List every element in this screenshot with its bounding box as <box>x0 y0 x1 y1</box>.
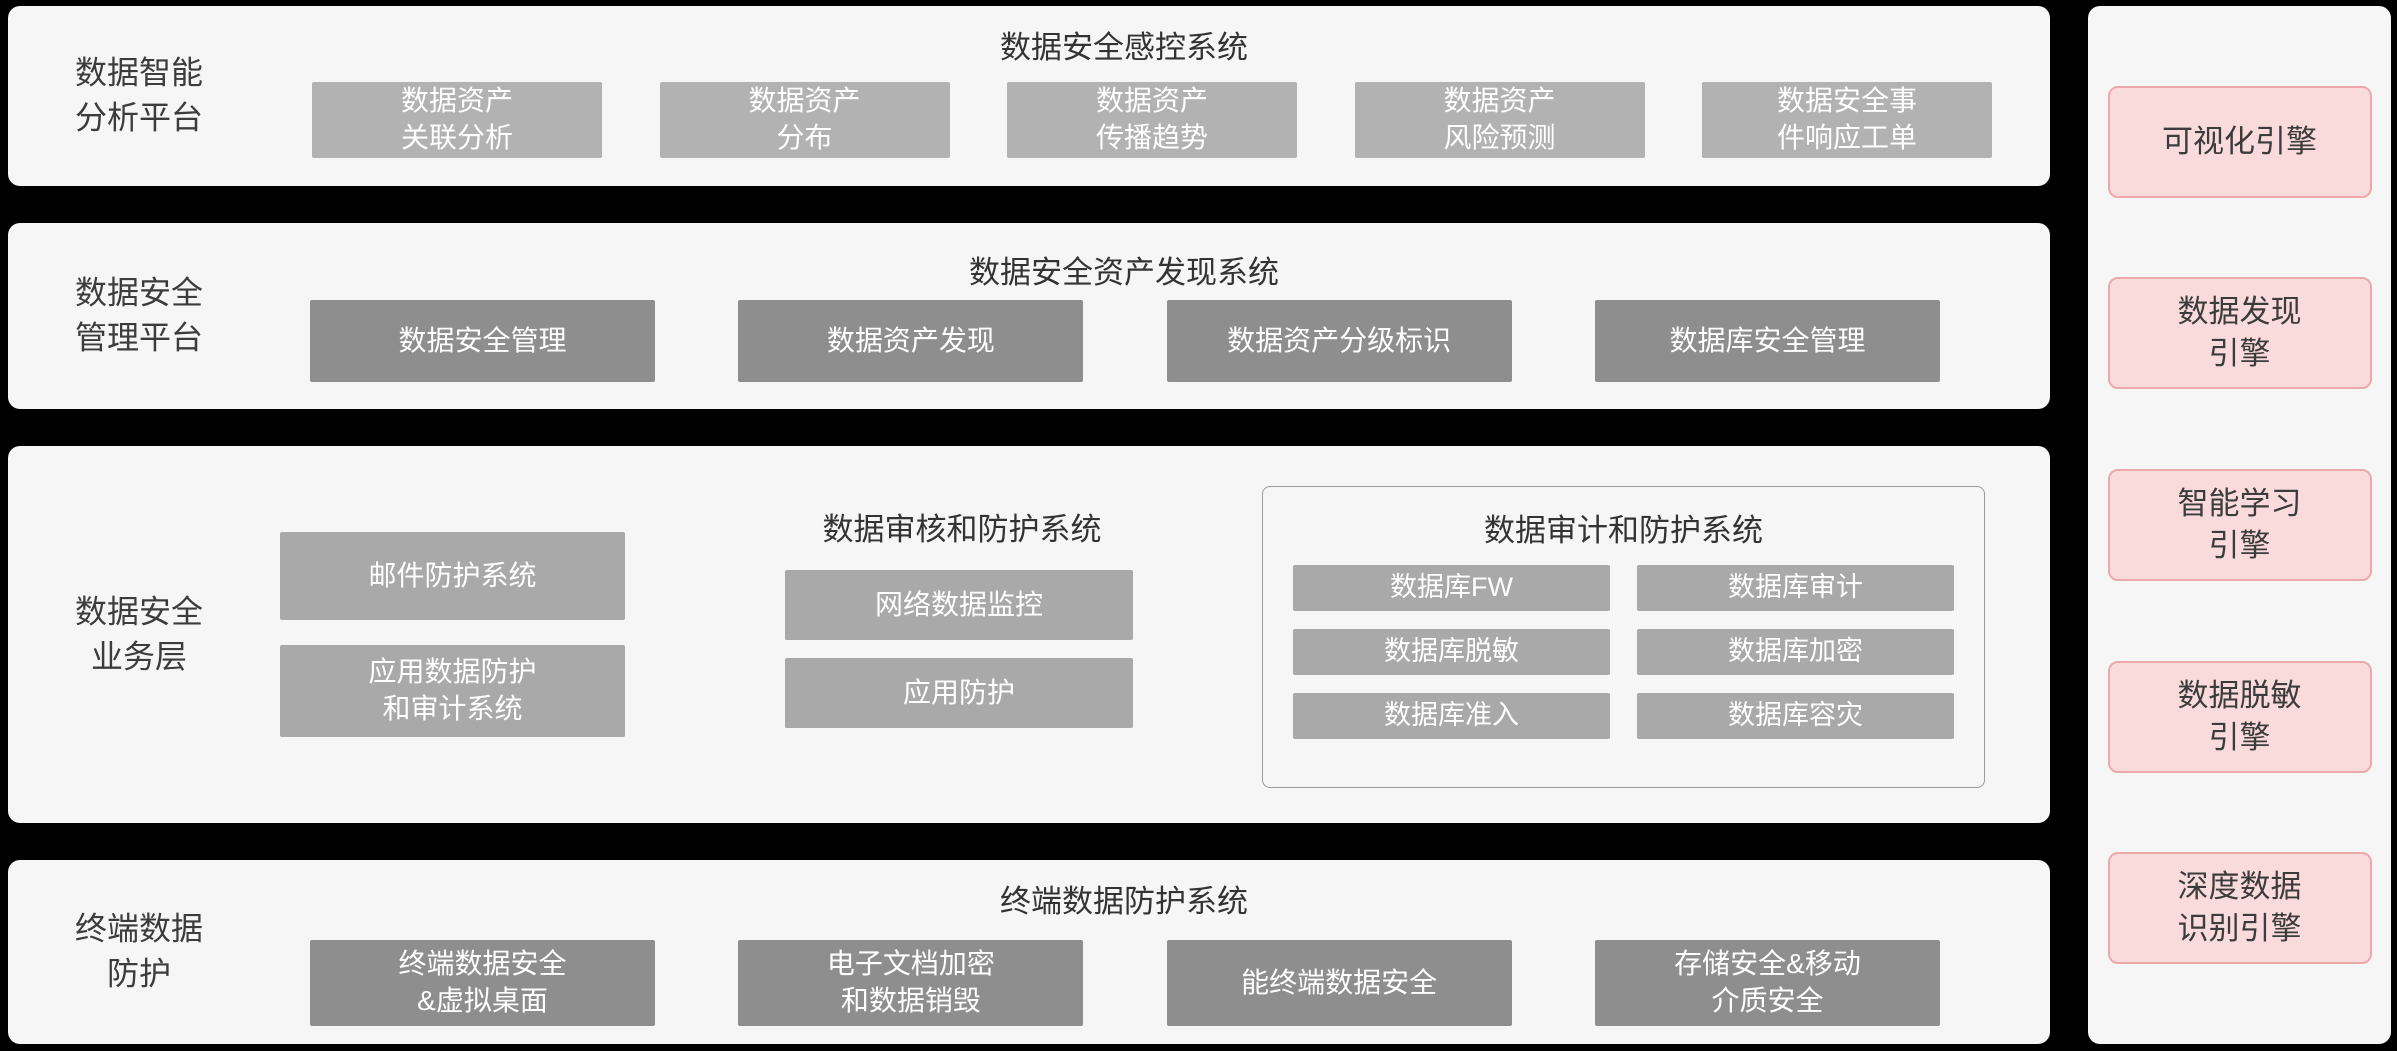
module-database-audit: 数据库审计 <box>1637 565 1954 611</box>
module-app-data-protection-audit-system: 应用数据防护 和审计系统 <box>280 645 625 737</box>
engine-data-masking: 数据脱敏 引擎 <box>2107 660 2372 773</box>
module-storage-removable-media-security: 存储安全&移动 介质安全 <box>1594 940 1940 1026</box>
module-application-protection: 应用防护 <box>785 658 1133 728</box>
module-database-fw: 数据库FW <box>1293 565 1610 611</box>
module-smart-terminal-data-security: 能终端数据安全 <box>1166 940 1512 1026</box>
layer-data-intelligence-analysis: 数据智能 分析平台 数据安全感控系统 数据资产 关联分析 数据资产 分布 数据资… <box>8 6 2050 186</box>
module-asset-risk-prediction: 数据资产 风险预测 <box>1354 82 1645 158</box>
layer-title-asset-discovery-system: 数据安全资产发现系统 <box>969 255 1279 290</box>
module-asset-correlation-analysis: 数据资产 关联分析 <box>312 82 602 158</box>
engine-panel: 可视化引擎 数据发现 引擎 智能学习 引擎 数据脱敏 引擎 深度数据 识别引擎 <box>2088 6 2391 1044</box>
analysis-module-group: 数据资产 关联分析 数据资产 分布 数据资产 传播趋势 数据资产 风险预测 数据… <box>312 82 1992 158</box>
layer-data-security-business: 数据安全 业务层 邮件防护系统 应用数据防护 和审计系统 数据审核和防护系统 网… <box>8 446 2050 823</box>
module-asset-distribution: 数据资产 分布 <box>659 82 950 158</box>
module-data-asset-discovery: 数据资产发现 <box>738 300 1084 382</box>
engine-machine-learning: 智能学习 引擎 <box>2107 468 2372 581</box>
layer-title-terminal-protection-system: 终端数据防护系统 <box>1000 884 1248 919</box>
module-database-encryption: 数据库加密 <box>1637 629 1954 675</box>
layer-label-data-security-business: 数据安全 业务层 <box>74 593 203 675</box>
module-database-access-control: 数据库准入 <box>1293 693 1610 739</box>
module-data-security-management: 数据安全管理 <box>310 300 655 382</box>
layer-label-data-intelligence-analysis: 数据智能 分析平台 <box>74 54 203 136</box>
engine-visualization: 可视化引擎 <box>2107 85 2372 198</box>
module-document-encryption-data-destruction: 电子文档加密 和数据销毁 <box>738 940 1084 1026</box>
database-audit-protection-box: 数据审计和防护系统 数据库FW 数据库审计 数据库脱敏 数据库加密 数据库准入 … <box>1262 486 1985 788</box>
layer-terminal-data-protection: 终端数据 防护 终端数据防护系统 终端数据安全 &虚拟桌面 电子文档加密 和数据… <box>8 860 2050 1044</box>
review-protection-group-title: 数据审核和防护系统 <box>822 512 1102 547</box>
module-network-data-monitoring: 网络数据监控 <box>785 570 1133 640</box>
terminal-module-group: 终端数据安全 &虚拟桌面 电子文档加密 和数据销毁 能终端数据安全 存储安全&移… <box>310 940 1940 1026</box>
module-database-security-management: 数据库安全管理 <box>1594 300 1940 382</box>
layer-data-security-management: 数据安全 管理平台 数据安全资产发现系统 数据安全管理 数据资产发现 数据资产分… <box>8 223 2050 409</box>
module-asset-propagation-trend: 数据资产 传播趋势 <box>1007 82 1297 158</box>
module-database-disaster-recovery: 数据库容灾 <box>1637 693 1954 739</box>
audit-protection-group-title: 数据审计和防护系统 <box>1484 513 1763 548</box>
module-terminal-data-security-virtual-desktop: 终端数据安全 &虚拟桌面 <box>310 940 655 1026</box>
engine-data-discovery: 数据发现 引擎 <box>2107 277 2372 390</box>
module-security-incident-ticket: 数据安全事 件响应工单 <box>1702 82 1992 158</box>
audit-module-grid: 数据库FW 数据库审计 数据库脱敏 数据库加密 数据库准入 数据库容灾 <box>1293 565 1954 739</box>
module-asset-classification-labeling: 数据资产分级标识 <box>1166 300 1512 382</box>
engine-deep-data-recognition: 深度数据 识别引擎 <box>2107 852 2372 965</box>
module-email-protection-system: 邮件防护系统 <box>280 532 625 620</box>
layer-label-terminal-data-protection: 终端数据 防护 <box>74 910 203 992</box>
management-module-group: 数据安全管理 数据资产发现 数据资产分级标识 数据库安全管理 <box>310 300 1940 382</box>
layer-label-data-security-management: 数据安全 管理平台 <box>74 274 203 356</box>
layer-title-security-sensing-system: 数据安全感控系统 <box>1000 30 1248 65</box>
module-database-masking: 数据库脱敏 <box>1293 629 1610 675</box>
